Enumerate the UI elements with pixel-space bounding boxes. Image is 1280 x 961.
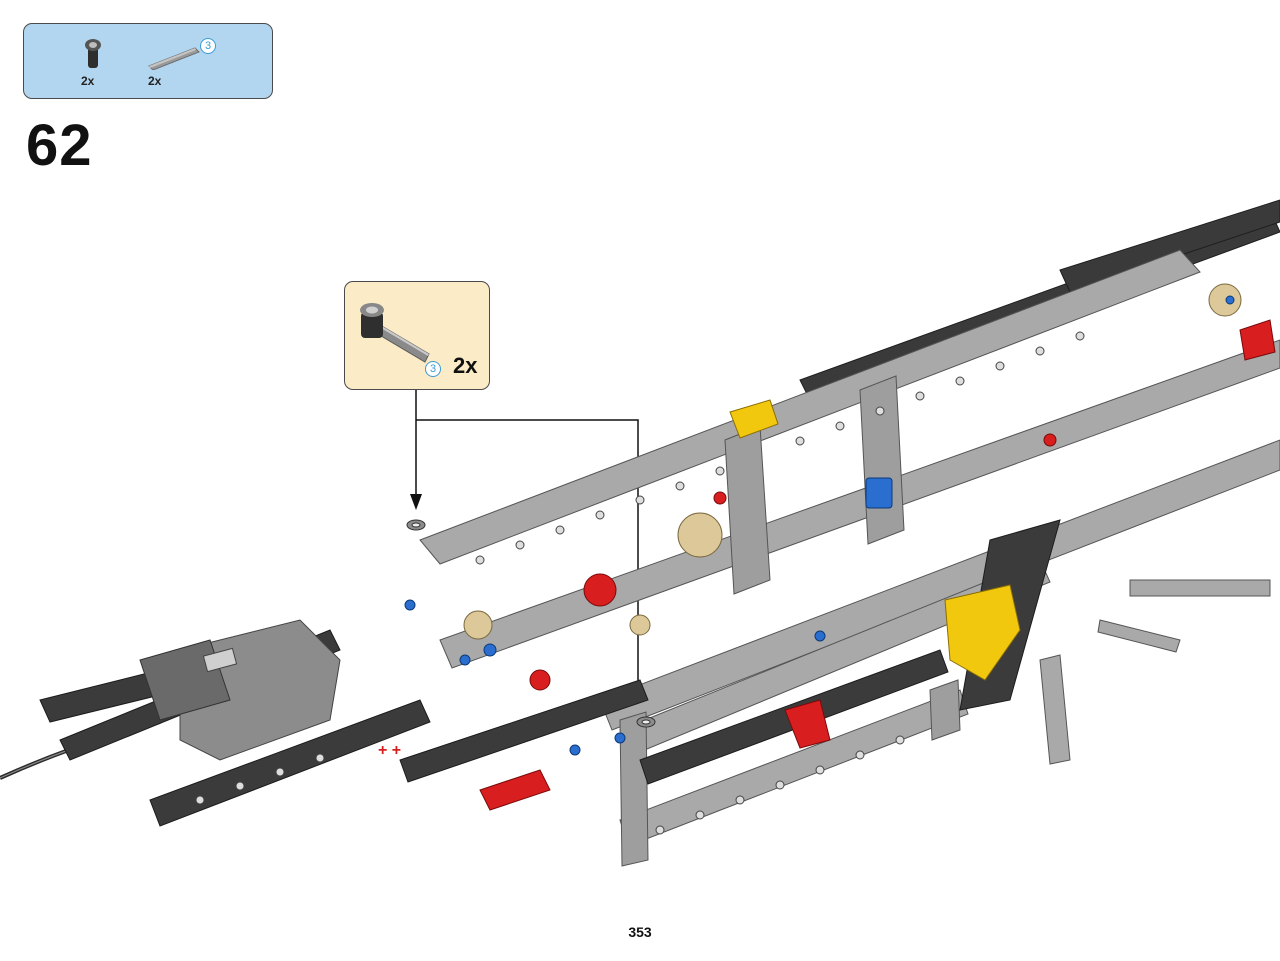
motor-block bbox=[139, 619, 341, 761]
yellow-parts bbox=[729, 399, 1021, 681]
callout-length-badge: 3 bbox=[425, 361, 441, 377]
blue-parts bbox=[404, 295, 1235, 756]
page-number: 353 bbox=[628, 924, 652, 940]
callout-qty: 2x bbox=[453, 353, 478, 378]
axle-icon bbox=[148, 47, 200, 70]
part-qty: 2x bbox=[81, 74, 95, 88]
axle-connector-icon bbox=[85, 39, 101, 68]
chassis-frame bbox=[419, 249, 1280, 847]
frame-posts bbox=[619, 375, 961, 867]
axle-connectors bbox=[406, 519, 656, 728]
callout-box: 3 2x bbox=[344, 281, 490, 390]
axle-with-connector-icon bbox=[360, 303, 430, 363]
part-qty: 2x bbox=[148, 74, 162, 88]
step-number: 62 bbox=[26, 113, 93, 178]
callout-arrows bbox=[415, 390, 639, 700]
suspension-links bbox=[1039, 579, 1271, 765]
axle-length-badge: 3 bbox=[200, 38, 216, 54]
beam-holes bbox=[195, 331, 1085, 835]
arrow-head bbox=[410, 494, 422, 510]
gears bbox=[463, 283, 1242, 640]
red-parts: + + bbox=[378, 319, 1276, 811]
svg-text:+ +: + + bbox=[378, 742, 401, 759]
parts-list: 2x 3 2x bbox=[23, 23, 273, 99]
